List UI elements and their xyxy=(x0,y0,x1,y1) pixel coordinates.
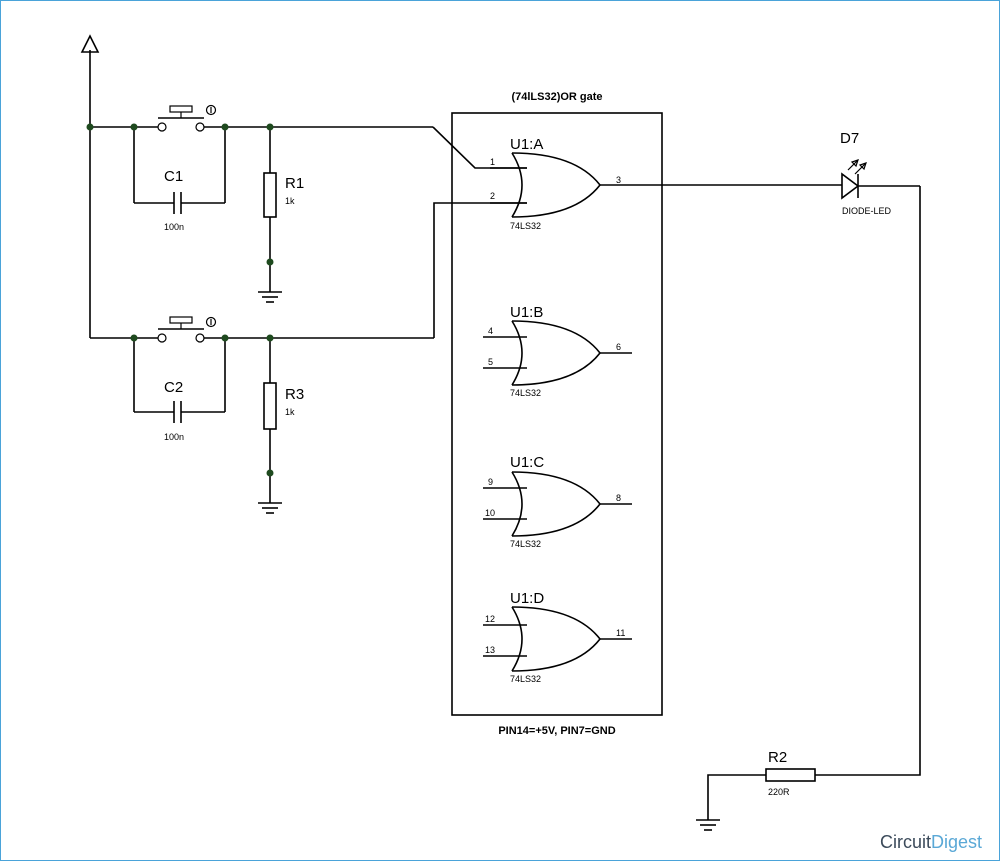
capacitor-c2: C2 100n xyxy=(133,338,226,442)
r3-ref: R3 xyxy=(285,386,304,403)
gate-b-pin4: 4 xyxy=(488,326,493,336)
gate-c-part: 74LS32 xyxy=(510,539,541,549)
c1-value: 100n xyxy=(164,222,184,232)
or-gate-u1c: U1:C 74LS32 9 10 8 xyxy=(483,454,632,549)
led-d7: D7 DIODE-LED xyxy=(840,130,920,216)
gate-d-name: U1:D xyxy=(510,590,544,607)
ground-1 xyxy=(258,291,282,303)
c1-ref: C1 xyxy=(164,168,183,185)
gate-d-pin11: 11 xyxy=(616,628,625,638)
gate-b-pin5: 5 xyxy=(488,357,493,367)
capacitor-c1: C1 100n xyxy=(133,127,226,232)
gate-a-pin1: 1 xyxy=(490,157,495,167)
or-gate-u1a: U1:A 74LS32 1 2 3 xyxy=(490,136,632,231)
switch-1 xyxy=(90,104,433,132)
c2-value: 100n xyxy=(164,432,184,442)
or-gate-u1d: U1:D 74LS32 12 13 11 xyxy=(483,590,632,684)
gate-d-part: 74LS32 xyxy=(510,674,541,684)
gate-a-pin3: 3 xyxy=(616,175,621,185)
gate-b-pin6: 6 xyxy=(616,342,621,352)
gate-c-pin10: 10 xyxy=(485,508,495,518)
gate-a-pin2: 2 xyxy=(490,191,495,201)
gate-a-part: 74LS32 xyxy=(510,221,541,231)
d7-value: DIODE-LED xyxy=(842,206,892,216)
gate-c-pin9: 9 xyxy=(488,477,493,487)
ground-2 xyxy=(258,502,282,514)
gate-c-pin8: 8 xyxy=(616,493,621,503)
ic-title: (74lLS32)OR gate xyxy=(511,91,602,103)
gate-d-pin13: 13 xyxy=(485,645,495,655)
ic-footer: PIN14=+5V, PIN7=GND xyxy=(498,725,615,737)
circuitdigest-logo: CircuitDigest xyxy=(879,832,982,852)
gate-c-name: U1:C xyxy=(510,454,544,471)
power-supply-arrow xyxy=(80,34,100,127)
r2-ref: R2 xyxy=(768,749,787,766)
r1-ref: R1 xyxy=(285,175,304,192)
gate-a-name: U1:A xyxy=(510,136,543,153)
wire-led-return xyxy=(815,186,921,776)
resistor-r3: R3 1k xyxy=(263,338,304,503)
resistor-r1: R1 1k xyxy=(263,127,304,292)
gate-b-name: U1:B xyxy=(510,304,543,321)
switch-2 xyxy=(90,316,434,343)
ground-3 xyxy=(696,819,720,831)
ic-74ls32-box xyxy=(451,112,663,716)
r2-value: 220R xyxy=(768,787,790,797)
resistor-r2: R2 220R xyxy=(707,749,816,820)
c2-ref: C2 xyxy=(164,379,183,396)
gate-b-part: 74LS32 xyxy=(510,388,541,398)
r3-value: 1k xyxy=(285,407,295,417)
or-gate-u1b: U1:B 74LS32 4 5 6 xyxy=(483,304,632,398)
d7-ref: D7 xyxy=(840,130,859,147)
r1-value: 1k xyxy=(285,196,295,206)
gate-d-pin12: 12 xyxy=(485,614,495,624)
